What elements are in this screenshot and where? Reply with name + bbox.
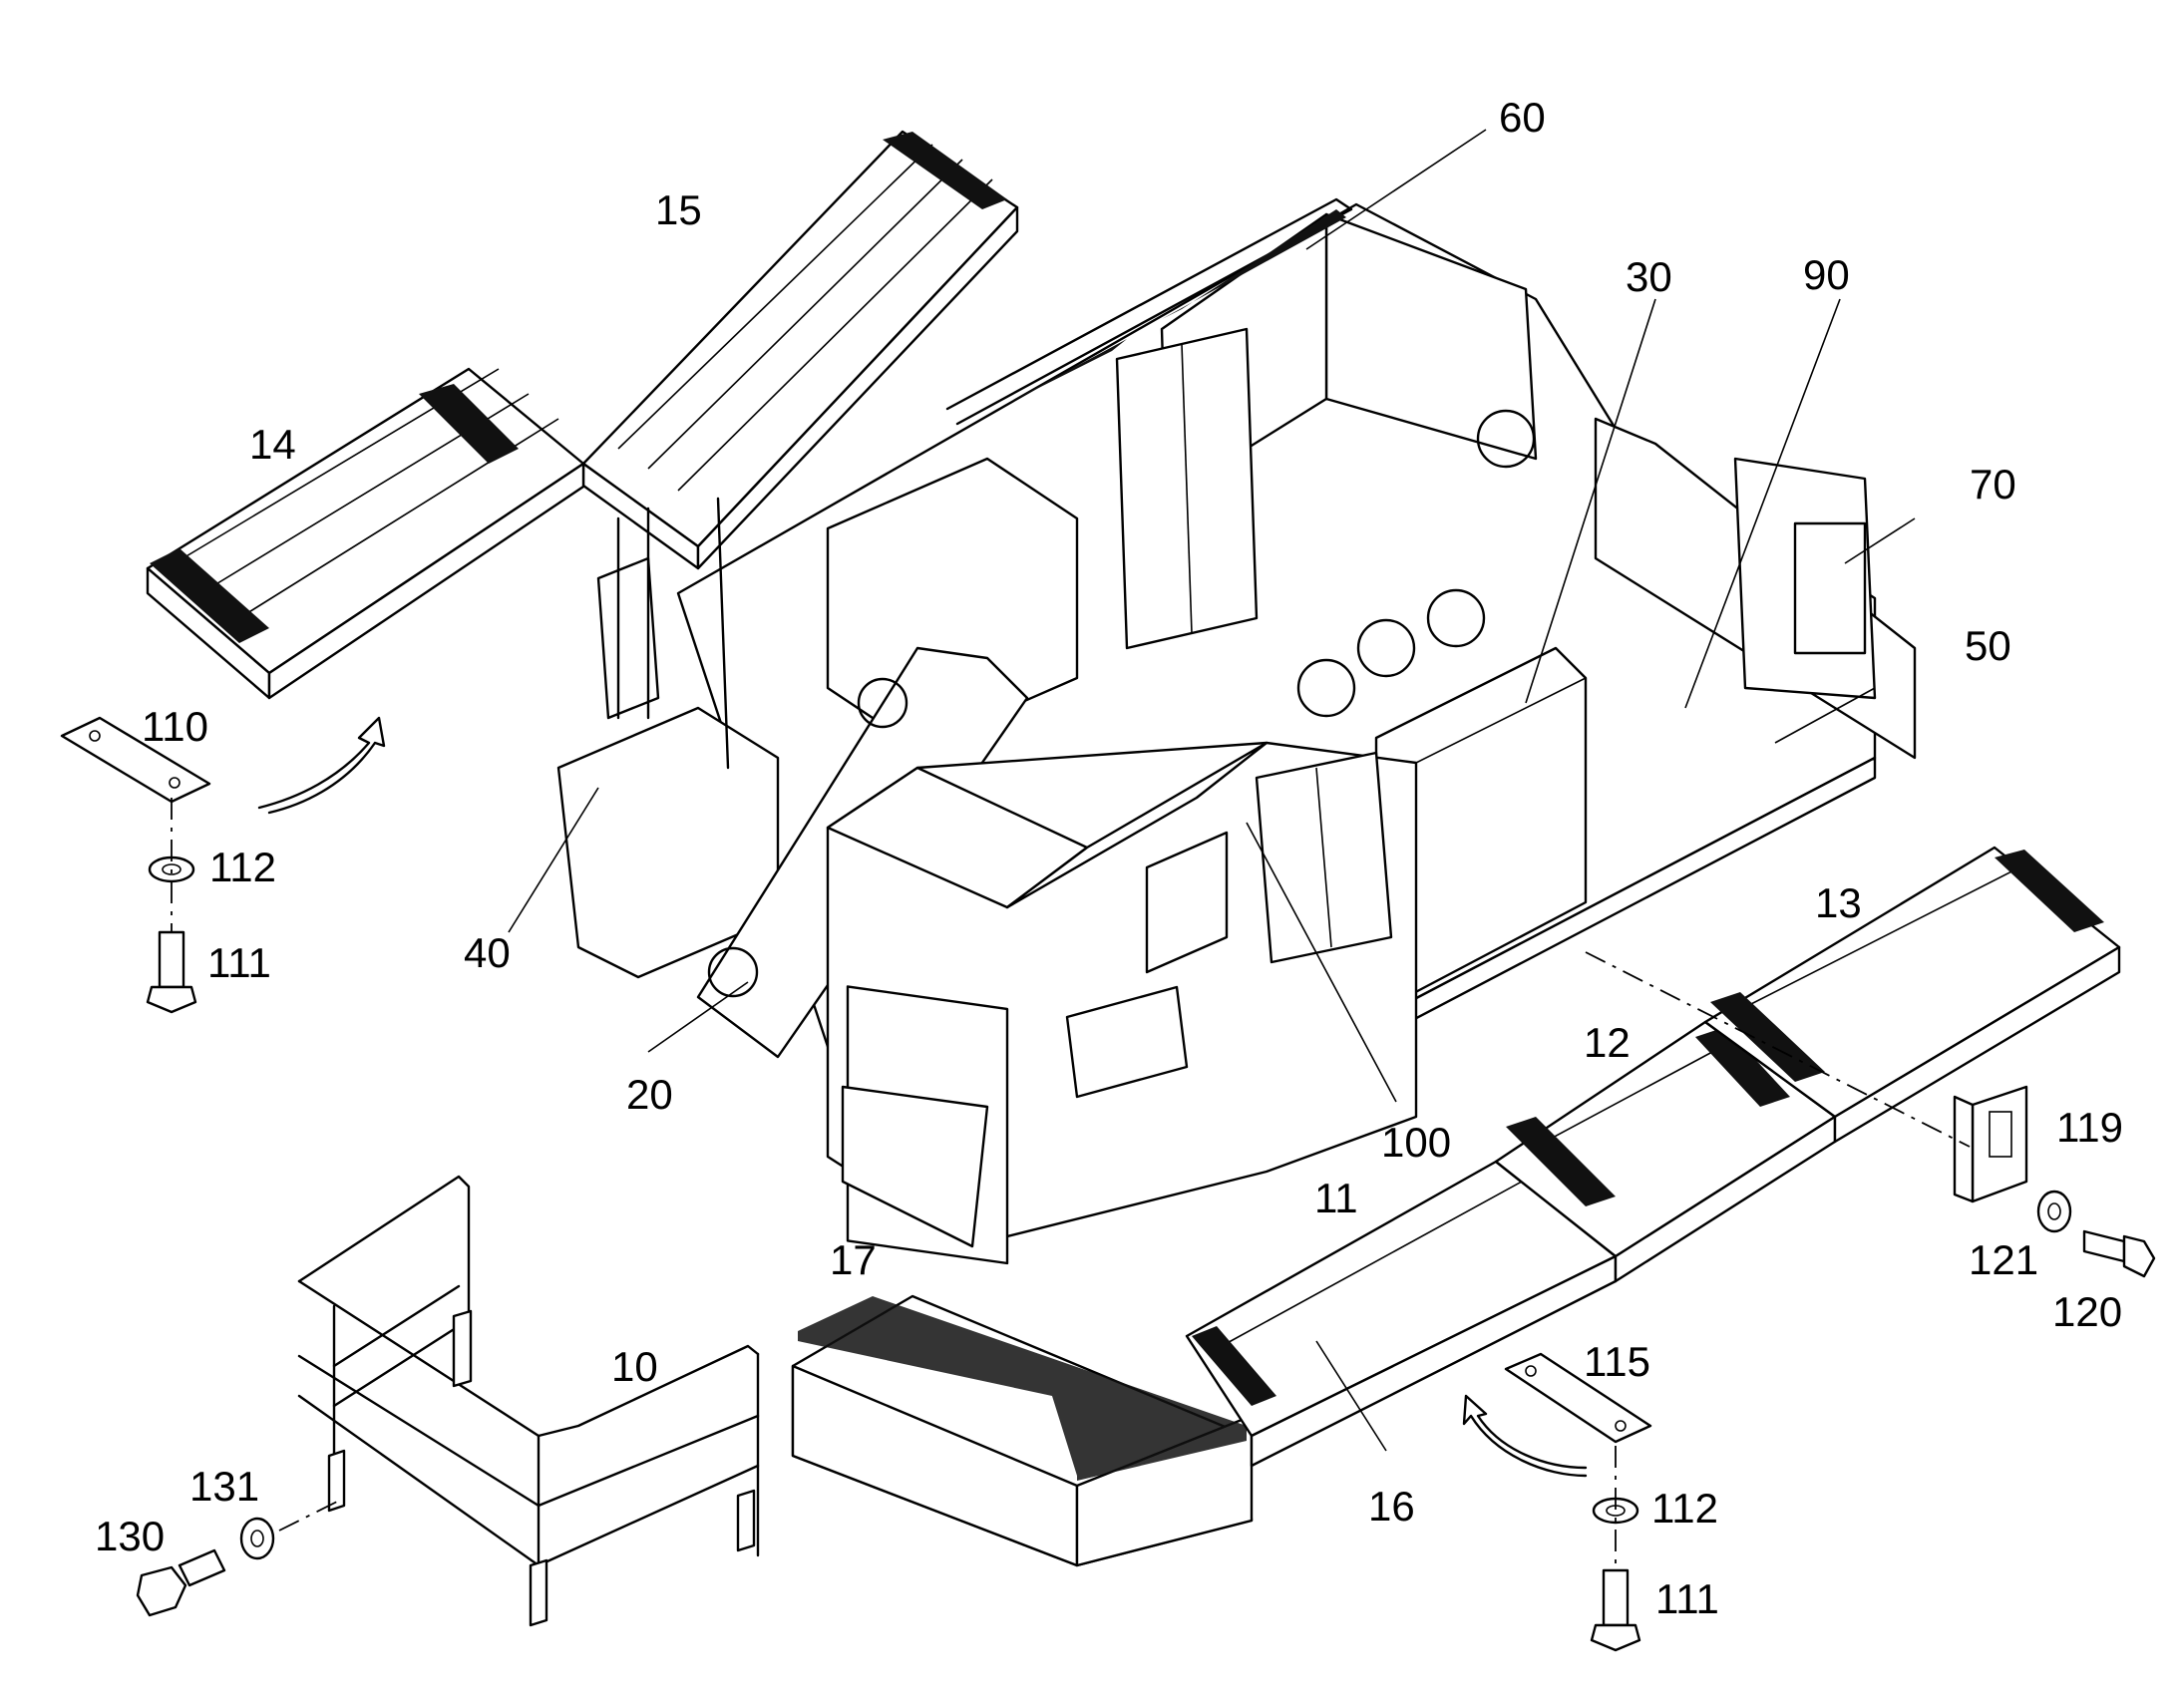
rotation-arrow-left: [257, 716, 386, 815]
label-90: 90: [1803, 251, 1850, 298]
walkway-plank-16: [1185, 1160, 1618, 1468]
label-112-right: 112: [1651, 1485, 1718, 1532]
label-60: 60: [1499, 94, 1546, 141]
label-130: 130: [95, 1513, 165, 1559]
bolt-111-left: [146, 930, 197, 1014]
label-20: 20: [626, 1071, 673, 1118]
label-112-left: 112: [209, 844, 276, 890]
label-100: 100: [1381, 1119, 1451, 1166]
washer-131: [239, 1517, 275, 1560]
label-16: 16: [1368, 1483, 1415, 1530]
walkway-plank-12: [1494, 1020, 1837, 1283]
label-121: 121: [1969, 1236, 2038, 1283]
label-40: 40: [464, 929, 511, 976]
label-70: 70: [1970, 461, 2016, 508]
plate-115: [1504, 1352, 1652, 1444]
label-111-left: 111: [207, 939, 271, 986]
walkway-plank-13: [1703, 846, 2121, 1144]
plate-110: [60, 716, 211, 804]
axis-line-131: [278, 1500, 340, 1532]
label-12: 12: [1584, 1019, 1631, 1066]
bolt-130: [136, 1548, 226, 1617]
rotation-arrow-right: [1462, 1394, 1588, 1478]
label-30: 30: [1626, 253, 1672, 300]
step-platform-17: [791, 1294, 1254, 1567]
label-10: 10: [611, 1343, 658, 1390]
axis-line-119: [1585, 951, 1971, 1148]
label-13: 13: [1815, 879, 1862, 926]
label-50: 50: [1965, 622, 2011, 669]
label-17: 17: [830, 1236, 877, 1283]
label-115: 115: [1584, 1338, 1650, 1385]
label-131: 131: [189, 1463, 259, 1510]
bolt-120: [2082, 1229, 2156, 1278]
walkway-plank-14: [146, 367, 585, 700]
leader-lines: [508, 129, 1916, 1452]
label-120: 120: [2052, 1288, 2122, 1335]
operator-cab-100: [826, 741, 1418, 1265]
label-111-right: 111: [1655, 1575, 1719, 1622]
reference-labels: 60 15 30 90 14 70 50 110 112 40 111 13 1…: [95, 94, 2123, 1622]
bracket-119: [1953, 1085, 2028, 1203]
label-110: 110: [142, 703, 208, 750]
label-119: 119: [2056, 1104, 2123, 1151]
label-14: 14: [249, 421, 296, 468]
washer-121: [2036, 1190, 2072, 1233]
label-11: 11: [1314, 1175, 1358, 1221]
handrail-10: [297, 1175, 760, 1627]
label-15: 15: [655, 186, 702, 233]
bolt-111-right: [1590, 1568, 1641, 1652]
